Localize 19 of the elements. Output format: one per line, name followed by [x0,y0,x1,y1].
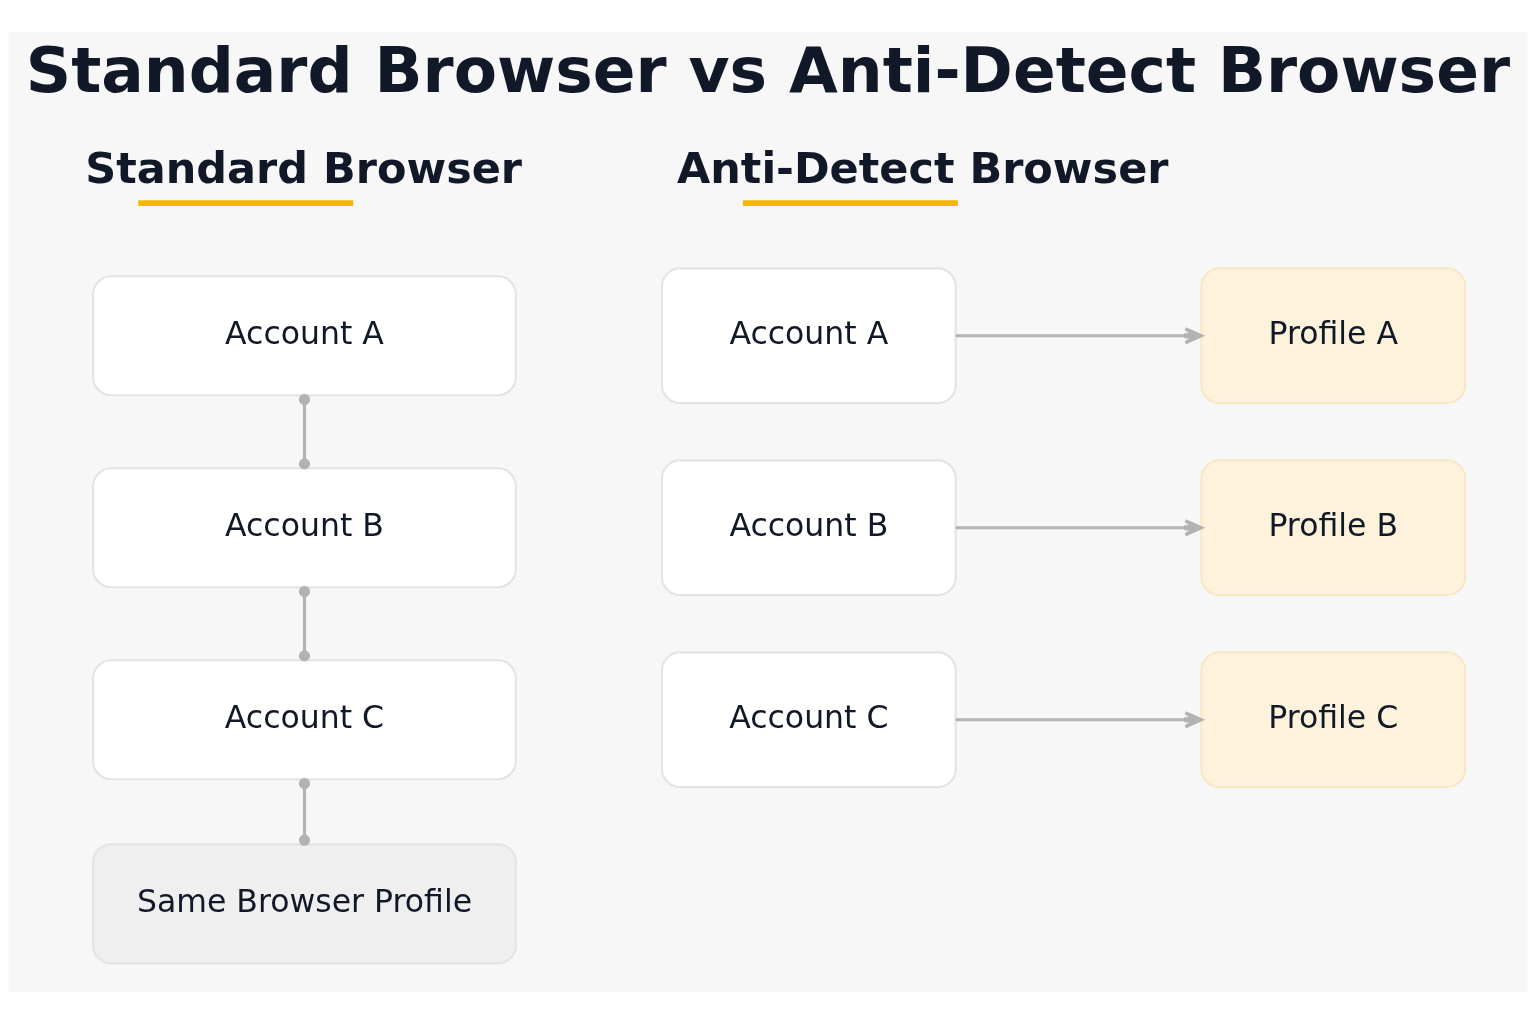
arrow [955,519,1203,537]
node-box: Same Browser Profile [92,843,517,965]
connector [298,393,311,470]
connector [298,777,311,846]
node-box: Account C [660,651,957,789]
diagram-title: Standard Browser vs Anti-Detect Browser [25,33,1510,108]
node-box: Profile A [1200,267,1467,405]
node-box: Account A [92,275,517,397]
node-box: Account C [92,659,517,781]
node-box: Profile B [1200,459,1467,597]
node-box: Account B [660,459,957,597]
arrow [955,327,1203,345]
node-box: Profile C [1200,651,1467,789]
connector [298,585,311,662]
node-box: Account A [660,267,957,405]
label: Standard Browser [85,143,523,194]
label: Anti-Detect Browser [677,143,1169,194]
node-box: Account B [92,467,517,589]
arrow [955,711,1203,729]
